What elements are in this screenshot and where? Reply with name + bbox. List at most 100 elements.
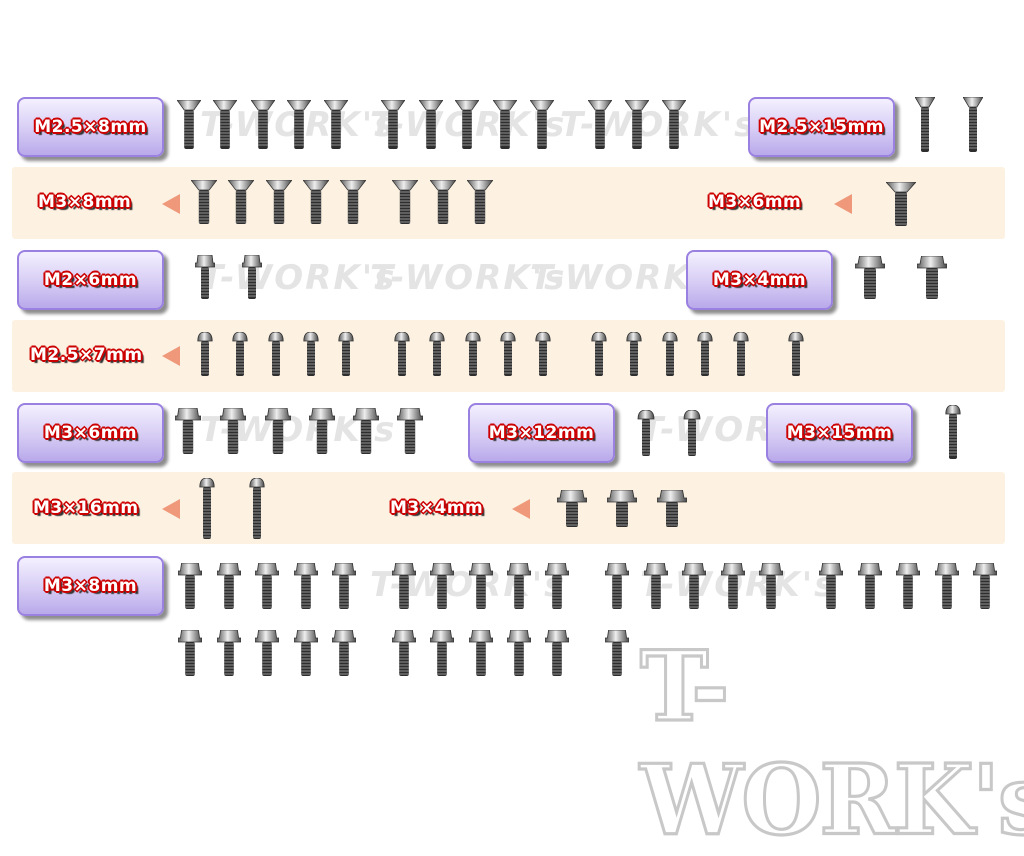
screw-flange: [681, 562, 707, 614]
screw-flange: [934, 562, 960, 614]
screw-flange: [254, 562, 280, 614]
screw-flat: [429, 179, 457, 229]
watermark: T-WORK's: [370, 258, 567, 298]
screw-flange: [429, 629, 455, 681]
screw-button: [625, 331, 643, 381]
size-label: M3×16mm: [33, 498, 139, 518]
screw-flange: [895, 562, 921, 614]
screw-flange: [331, 629, 357, 681]
screw-flat: [418, 99, 444, 154]
size-label-box: M3×12mm: [468, 403, 615, 463]
screw-flange: [308, 407, 336, 459]
arrow-icon: [512, 499, 530, 519]
screw-flat: [176, 99, 202, 154]
size-label-box: M2.5×15mm: [748, 97, 895, 157]
size-label-box: M3×6mm: [17, 403, 164, 463]
screw-flange: [468, 629, 494, 681]
screw-flange: [818, 562, 844, 614]
screw-flange: [254, 629, 280, 681]
screw-flange: [506, 629, 532, 681]
size-label: M3×8mm: [38, 192, 132, 212]
screw-flange: [391, 629, 417, 681]
screw-flange: [352, 407, 380, 459]
screw-flat: [454, 99, 480, 154]
size-label-box: M2×6mm: [17, 250, 164, 310]
screw-flange: [293, 562, 319, 614]
screw-flat: [661, 99, 687, 154]
screw-button: [944, 404, 962, 464]
screw-flat: [885, 181, 917, 231]
screw-button: [682, 409, 702, 461]
arrow-icon: [162, 499, 180, 519]
size-label: M3×12mm: [488, 423, 595, 443]
screw-flat: [323, 99, 349, 154]
screw-flat: [492, 99, 518, 154]
screw-flange: [857, 562, 883, 614]
screw-flat: [914, 96, 936, 157]
screw-flange: [293, 629, 319, 681]
screw-flange: [177, 562, 203, 614]
screw-button: [661, 331, 679, 381]
row-band-m3x16: [12, 472, 1005, 544]
size-label-box: M3×8mm: [17, 556, 164, 616]
size-label-box: M2.5×8mm: [17, 97, 164, 157]
screw-flat: [962, 96, 984, 157]
screw-button: [428, 331, 446, 381]
size-label: M2.5×8mm: [34, 117, 147, 137]
screw-flange: [219, 407, 247, 459]
screw-flat: [339, 179, 367, 229]
size-label: M3×15mm: [786, 423, 893, 443]
screw-flat: [302, 179, 330, 229]
screw-flange: [643, 562, 669, 614]
screw-flange: [854, 255, 886, 304]
screw-flat: [587, 99, 613, 154]
screw-button: [198, 477, 216, 544]
screw-button: [732, 331, 750, 381]
size-label: M3×6mm: [43, 423, 138, 443]
screw-button: [464, 331, 482, 381]
screw-flange: [606, 489, 638, 532]
brand-logo: T-WORK's: [639, 628, 1024, 856]
screw-flat: [286, 99, 312, 154]
row-band-m3x8: [12, 167, 1005, 239]
screw-flange: [429, 562, 455, 614]
arrow-icon: [162, 346, 180, 366]
screw-button: [196, 331, 214, 381]
screw-flange: [916, 255, 948, 304]
size-label-box: M3×4mm: [686, 250, 833, 310]
screw-button: [534, 331, 552, 381]
screw-flat: [391, 179, 419, 229]
screw-button: [696, 331, 714, 381]
screw-flat: [624, 99, 650, 154]
size-label: M3×4mm: [712, 270, 807, 290]
screw-flange: [331, 562, 357, 614]
size-label: M2.5×7mm: [30, 345, 143, 365]
screw-flange: [391, 562, 417, 614]
screw-flange: [544, 629, 570, 681]
screw-flat: [190, 179, 218, 229]
screw-flange: [506, 562, 532, 614]
screw-flange: [720, 562, 746, 614]
screw-flange: [216, 629, 242, 681]
screw-flat: [227, 179, 255, 229]
watermark: T-WORK's: [200, 258, 397, 298]
screw-button: [267, 331, 285, 381]
size-label: M2.5×15mm: [759, 117, 884, 137]
screw-flange: [216, 562, 242, 614]
screw-button: [636, 409, 656, 461]
screw-flat: [529, 99, 555, 154]
screw-flat: [466, 179, 494, 229]
screw-flange: [604, 562, 630, 614]
screw-flange: [241, 254, 263, 304]
screw-flat: [250, 99, 276, 154]
size-label-box: M3×15mm: [766, 403, 913, 463]
screw-flange: [396, 407, 424, 459]
screw-flange: [174, 407, 202, 459]
screw-flange: [556, 489, 588, 532]
screw-flange: [758, 562, 784, 614]
screw-button: [231, 331, 249, 381]
screw-flange: [194, 254, 216, 304]
screw-button: [302, 331, 320, 381]
screw-button: [393, 331, 411, 381]
screw-flat: [212, 99, 238, 154]
